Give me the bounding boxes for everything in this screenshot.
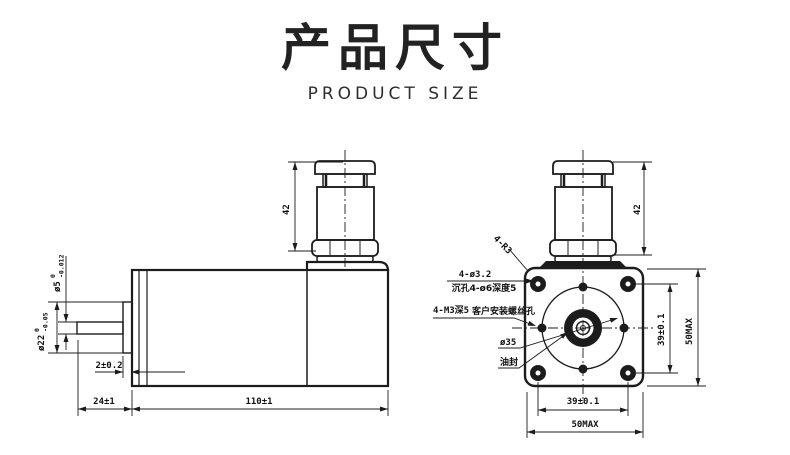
note-corner-holes: 4-ø3.2 沉孔4-ø6深度5 — [447, 270, 534, 294]
flange-width-label: 50MAX — [571, 420, 599, 430]
corner-holes — [530, 276, 636, 381]
dim-flange-width: 50MAX — [526, 392, 644, 438]
counterbore-label: 沉孔4-ø6深度5 — [452, 282, 517, 294]
output-shaft — [76, 301, 133, 354]
motor-side — [311, 150, 379, 267]
m3-holes — [537, 282, 629, 374]
dim-boss-diameter: ø22 0 -0.05 — [33, 301, 127, 354]
dim-shaft-diameter: ø5 0 -0.012 — [49, 254, 77, 350]
flange-height-label: 50MAX — [685, 317, 695, 345]
shaft-length-label: 24±1 — [93, 397, 115, 407]
oil-seal-label: 油封 — [500, 356, 518, 368]
boss-dia-tol-lower: -0.05 — [42, 312, 50, 332]
corner-holes-label: 4-ø3.2 — [459, 270, 492, 280]
hole-spacing-v-label: 39±0.1 — [657, 313, 667, 346]
front-view: 42 39±0.1 50MAX — [433, 150, 706, 438]
body-length-label: 110±1 — [245, 397, 272, 407]
motor-height-front-label: 42 — [633, 204, 643, 215]
center-hub — [564, 309, 602, 347]
boss-dia-label: ø22 — [37, 335, 47, 351]
dim-hole-spacing-horizontal: 39±0.1 — [537, 382, 629, 416]
bolt-circle-label: ø35 — [500, 338, 516, 348]
dim-boss-length: 2±0.2 — [95, 356, 185, 378]
dim-lengths-bottom: 24±1 110±1 — [77, 340, 389, 416]
side-view: ø5 0 -0.012 ø22 0 -0.05 — [33, 150, 390, 416]
dim-hole-spacing-vertical: 39±0.1 — [636, 283, 678, 374]
page-title: 产品尺寸 — [281, 19, 509, 77]
dim-motor-height-front: 42 — [612, 161, 652, 256]
shaft-dia-tol-upper: 0 — [49, 274, 57, 278]
note-oil-seal: 油封 — [498, 332, 568, 369]
gearbox-body — [130, 260, 390, 388]
dim-flange-height: 50MAX — [647, 268, 706, 387]
page-subtitle: PRODUCT SIZE — [307, 84, 483, 104]
mount-holes-label: 4-M3深5 — [433, 304, 469, 316]
shaft-dia-tol-lower: -0.012 — [58, 254, 66, 278]
note-bolt-circle: ø35 — [498, 317, 618, 349]
note-mount-holes: 4-M3深5 客户安装螺丝孔 — [433, 304, 536, 326]
boss-dia-tol-upper: 0 — [33, 328, 41, 332]
mount-holes-note-label: 客户安装螺丝孔 — [471, 305, 535, 317]
shaft-dia-label: ø5 — [53, 281, 63, 292]
boss-length-label: 2±0.2 — [95, 361, 122, 371]
note-corner-radius: 4-R3 — [491, 234, 529, 272]
motor-front — [549, 160, 617, 263]
hole-spacing-h-label: 39±0.1 — [567, 397, 600, 407]
dim-motor-height-side: 42 — [282, 161, 343, 252]
motor-height-side-label: 42 — [282, 204, 292, 215]
corner-radius-label: 4-R3 — [491, 234, 513, 256]
